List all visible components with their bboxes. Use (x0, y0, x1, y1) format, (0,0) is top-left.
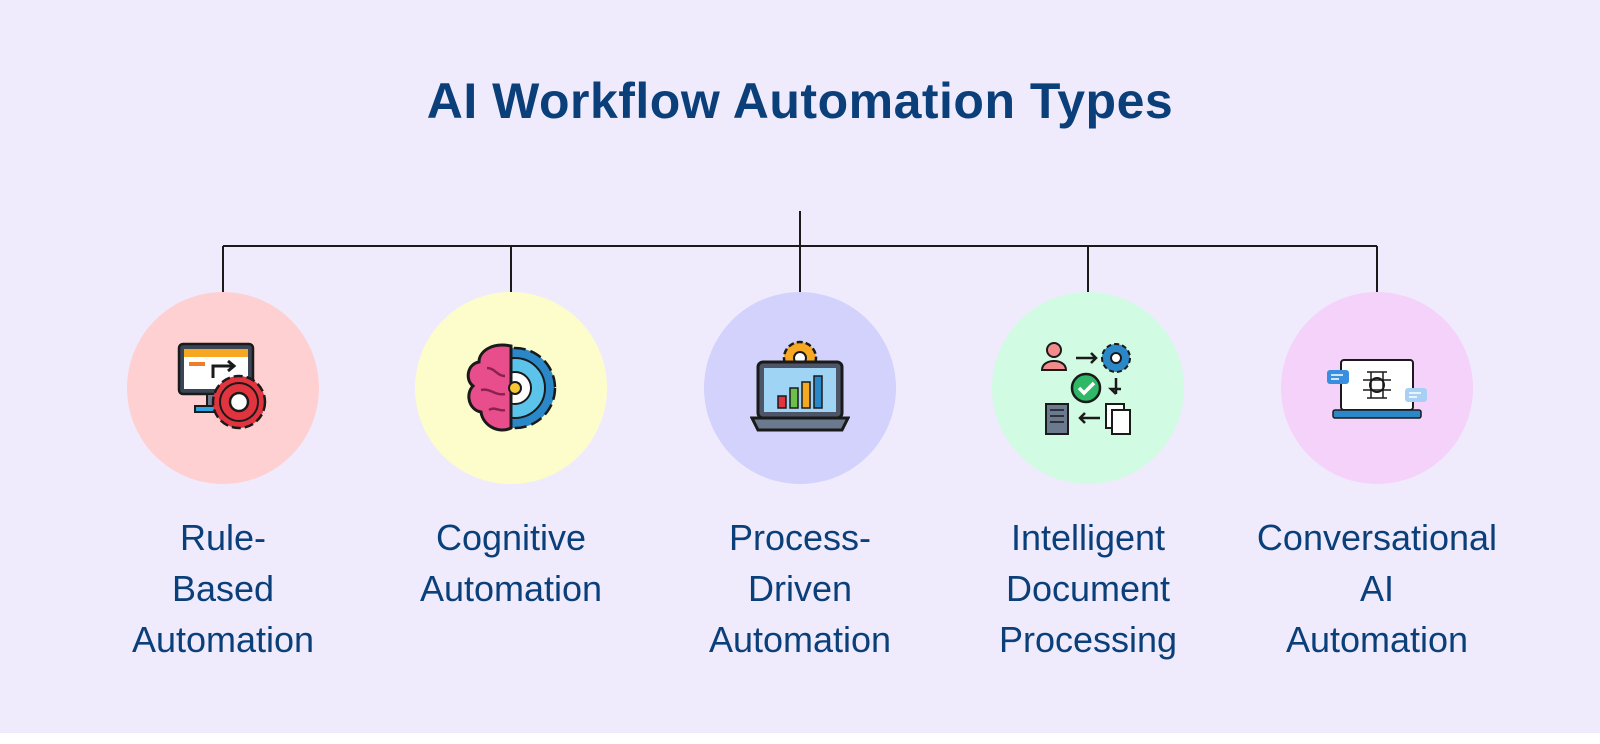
node-rule-based (127, 292, 319, 484)
node-intelligent-document (992, 292, 1184, 484)
type-label-process-driven: Process- Driven Automation (708, 517, 892, 660)
type-label-conversational-ai: Conversational AI Automation (1256, 517, 1498, 660)
laptop-chart-gear-icon (750, 340, 850, 432)
document-flow-icon (1040, 342, 1131, 435)
bottom-strip (0, 733, 1600, 744)
monitor-gear-icon (177, 342, 267, 430)
brain-gear-icon (466, 343, 557, 432)
node-cognitive (415, 292, 607, 484)
type-label-cognitive: Cognitive Automation (419, 517, 603, 609)
diagram-title: AI Workflow Automation Types (426, 73, 1174, 129)
node-process-driven (704, 292, 896, 484)
chatbot-laptop-icon (1327, 359, 1427, 419)
type-label-intelligent-document: Intelligent Document Processing (998, 517, 1178, 660)
node-conversational-ai (1281, 292, 1473, 484)
type-label-rule-based: Rule- Based Automation (131, 517, 315, 660)
